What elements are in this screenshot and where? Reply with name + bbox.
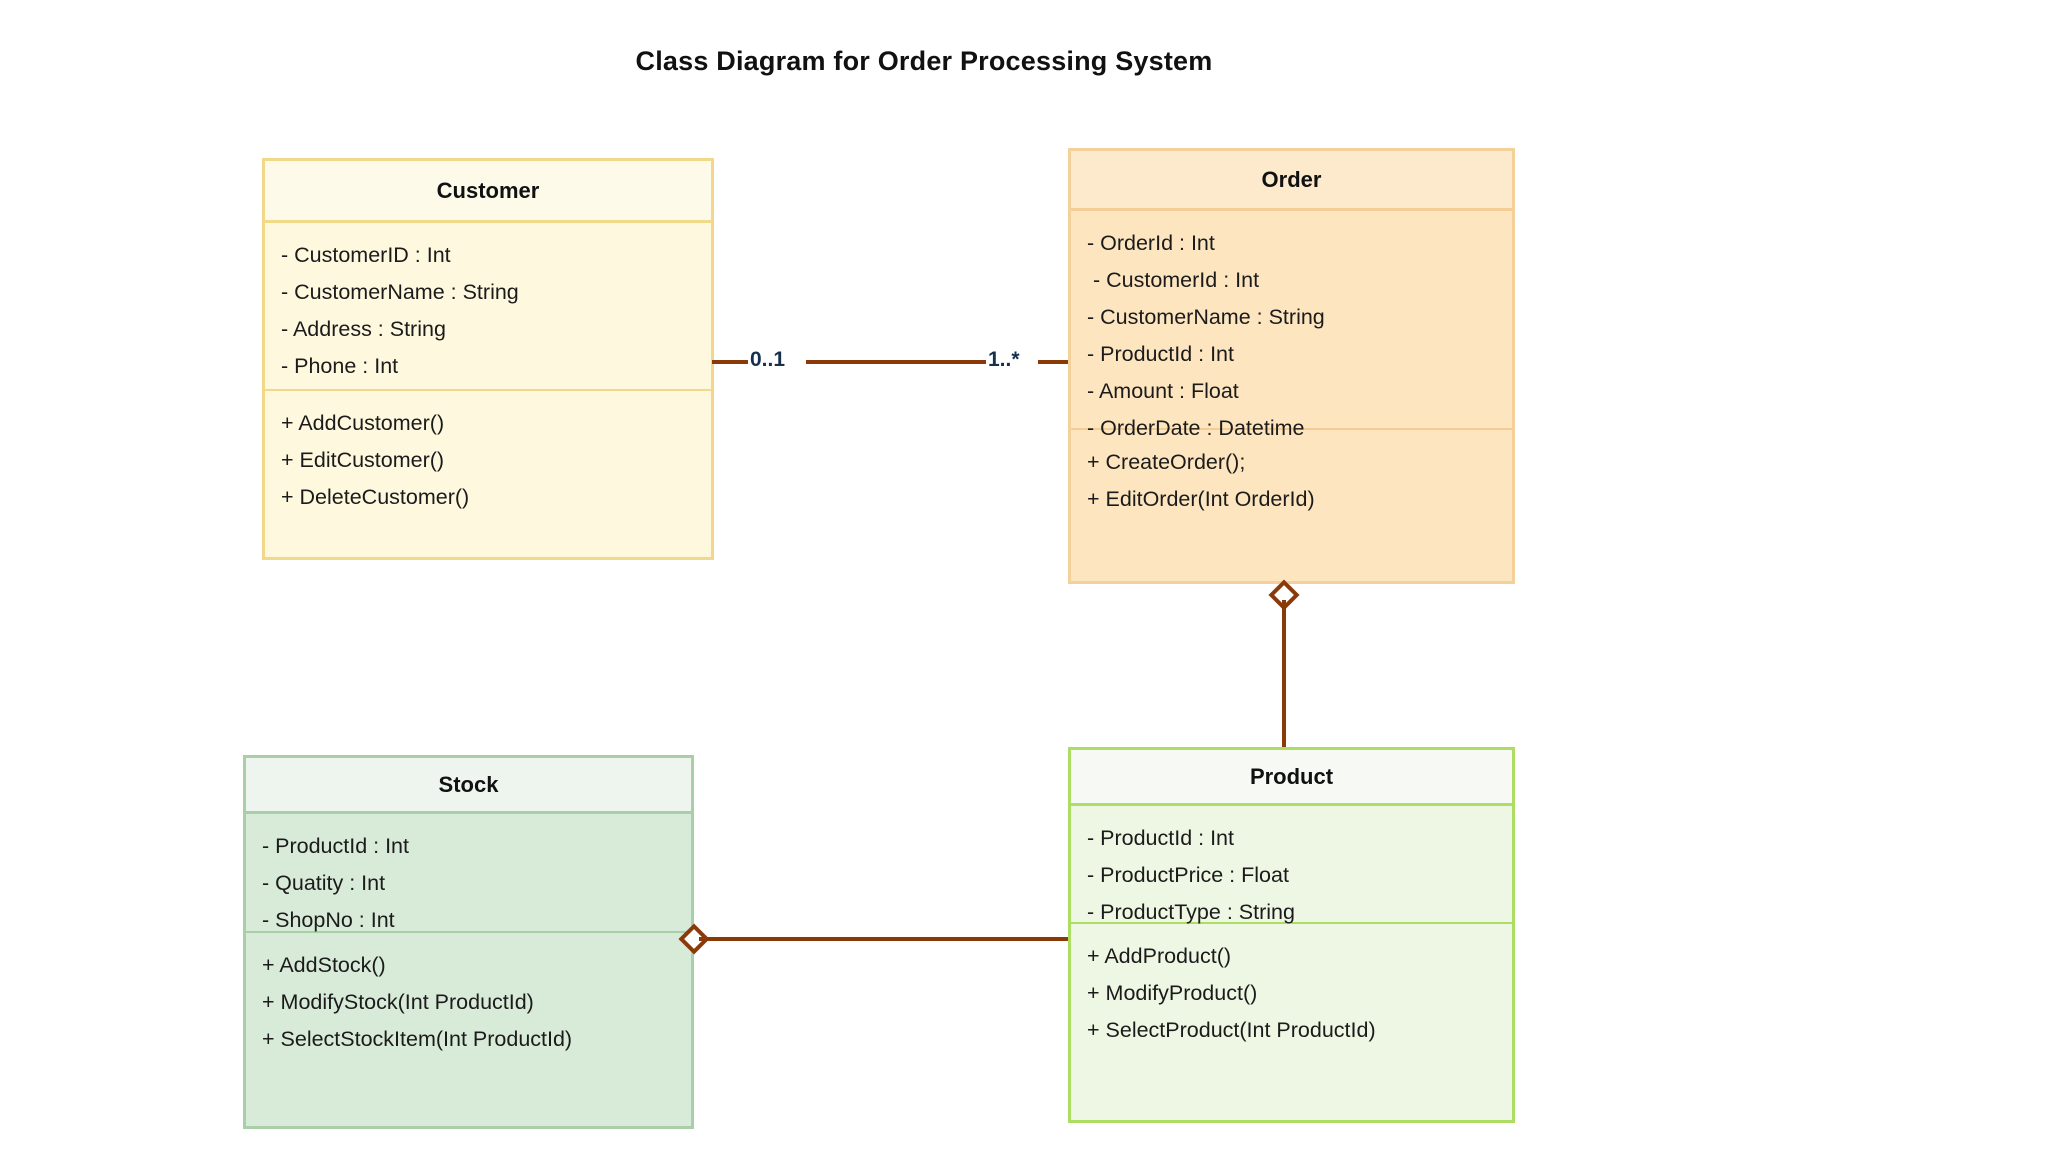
aggregation-line-stock-product: [699, 937, 1068, 941]
class-header-customer: Customer: [265, 161, 711, 223]
class-attributes-product: - ProductId : Int - ProductPrice : Float…: [1071, 806, 1512, 924]
attribute-row: - ShopNo : Int: [262, 908, 395, 932]
attribute-row: - ProductId : Int: [262, 834, 409, 858]
class-name-customer: Customer: [436, 177, 540, 203]
class-operations-product: + AddProduct() + ModifyProduct() + Selec…: [1071, 924, 1512, 1120]
association-line-customer-order-stub-right: [1038, 360, 1068, 364]
class-operations-customer: + AddCustomer() + EditCustomer() + Delet…: [265, 391, 711, 556]
class-name-product: Product: [1249, 763, 1334, 789]
multiplicity-order-side: 1..*: [988, 348, 1020, 371]
attribute-row: - CustomerId : Int: [1087, 268, 1260, 292]
attribute-row: - CustomerName : String: [281, 280, 519, 304]
attribute-row: - ProductId : Int: [1087, 826, 1234, 850]
operation-row: + SelectStockItem(Int ProductId): [262, 1027, 573, 1051]
operation-row: + AddStock(): [262, 953, 386, 977]
operation-row: + ModifyStock(Int ProductId): [262, 990, 534, 1014]
attribute-row: - Amount : Float: [1087, 379, 1239, 403]
operation-row: + DeleteCustomer(): [281, 485, 470, 509]
class-operations-order: + CreateOrder(); + EditOrder(Int OrderId…: [1071, 430, 1512, 581]
operation-row: + ModifyProduct(): [1087, 981, 1258, 1005]
attribute-row: - CustomerID : Int: [281, 243, 451, 267]
operation-row: + CreateOrder();: [1087, 450, 1246, 474]
diagram-title: Class Diagram for Order Processing Syste…: [635, 46, 1213, 76]
aggregation-line-order-product: [1282, 600, 1286, 747]
operation-row: + AddCustomer(): [281, 411, 445, 435]
class-name-order: Order: [1261, 166, 1322, 192]
association-line-customer-order-mid: [806, 360, 986, 364]
attribute-row: - Address : String: [281, 317, 446, 341]
association-line-customer-order-stub-left: [712, 360, 748, 364]
class-box-order[interactable]: Order - OrderId : Int - CustomerId : Int…: [1068, 148, 1515, 584]
class-header-order: Order: [1071, 151, 1512, 211]
operation-row: + EditCustomer(): [281, 448, 445, 472]
class-box-stock[interactable]: Stock - ProductId : Int - Quatity : Int …: [243, 755, 694, 1129]
attribute-row: - ProductPrice : Float: [1087, 863, 1289, 887]
class-attributes-order: - OrderId : Int - CustomerId : Int - Cus…: [1071, 211, 1512, 440]
class-box-customer[interactable]: Customer - CustomerID : Int - CustomerNa…: [262, 158, 714, 560]
class-box-product[interactable]: Product - ProductId : Int - ProductPrice…: [1068, 747, 1515, 1123]
class-attributes-customer: - CustomerID : Int - CustomerName : Stri…: [265, 223, 711, 391]
operation-row: + EditOrder(Int OrderId): [1087, 487, 1315, 511]
operation-row: + AddProduct(): [1087, 944, 1232, 968]
class-header-product: Product: [1071, 750, 1512, 806]
multiplicity-customer-side: 0..1: [750, 348, 786, 371]
attribute-row: - ProductType : String: [1087, 900, 1295, 924]
attribute-row: - OrderId : Int: [1087, 231, 1215, 255]
class-header-stock: Stock: [246, 758, 691, 814]
attribute-row: - Phone : Int: [281, 354, 399, 378]
attribute-row: - Quatity : Int: [262, 871, 386, 895]
class-attributes-stock: - ProductId : Int - Quatity : Int - Shop…: [246, 814, 691, 933]
class-operations-stock: + AddStock() + ModifyStock(Int ProductId…: [246, 933, 691, 1126]
attribute-row: - OrderDate : Datetime: [1087, 416, 1305, 440]
attribute-row: - ProductId : Int: [1087, 342, 1234, 366]
operation-row: + SelectProduct(Int ProductId): [1087, 1018, 1376, 1042]
attribute-row: - CustomerName : String: [1087, 305, 1325, 329]
class-name-stock: Stock: [438, 771, 499, 797]
